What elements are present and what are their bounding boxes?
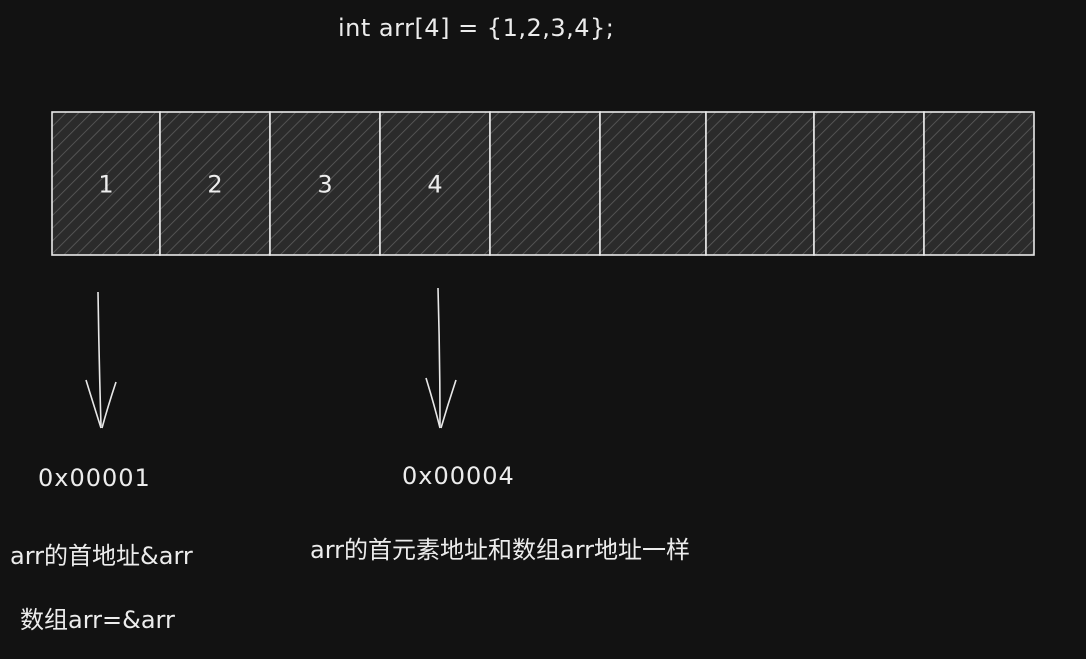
array-cell-box bbox=[379, 111, 491, 256]
array-cell-box bbox=[269, 111, 381, 256]
array-cell-box bbox=[159, 111, 271, 256]
array-cell-value: 1 bbox=[98, 171, 113, 199]
array-cell-box bbox=[813, 111, 925, 256]
array-cell bbox=[599, 111, 707, 256]
address-label-fourth: 0x00004 bbox=[402, 462, 515, 490]
array-cell: 1 bbox=[51, 111, 161, 256]
down-arrow-right bbox=[425, 287, 457, 429]
array-cell-value: 4 bbox=[427, 171, 442, 199]
note-element-address-same: arr的首元素地址和数组arr地址一样 bbox=[310, 536, 691, 564]
array-cell: 4 bbox=[379, 111, 491, 256]
array-cell bbox=[489, 111, 601, 256]
array-cell: 3 bbox=[269, 111, 381, 256]
array-cell-value: 3 bbox=[317, 171, 332, 199]
array-cell bbox=[705, 111, 815, 256]
array-cell-box bbox=[705, 111, 815, 256]
array-cell-value: 2 bbox=[207, 171, 222, 199]
note-array-equals-address: 数组arr=&arr bbox=[20, 606, 175, 634]
address-label-first: 0x00001 bbox=[38, 464, 151, 492]
down-arrow-left bbox=[85, 291, 117, 429]
pointer-arrows bbox=[85, 287, 457, 429]
array-cells: 1 2 3 4 bbox=[51, 111, 1035, 256]
array-cell-box bbox=[923, 111, 1035, 256]
array-cell: 2 bbox=[159, 111, 271, 256]
array-declaration: int arr[4] = {1,2,3,4}; bbox=[338, 14, 615, 42]
array-cell bbox=[923, 111, 1035, 256]
array-cell-box bbox=[51, 111, 161, 256]
array-cell-box bbox=[489, 111, 601, 256]
array-cell bbox=[813, 111, 925, 256]
array-cell-box bbox=[599, 111, 707, 256]
note-array-head-address: arr的首地址&arr bbox=[10, 542, 193, 570]
